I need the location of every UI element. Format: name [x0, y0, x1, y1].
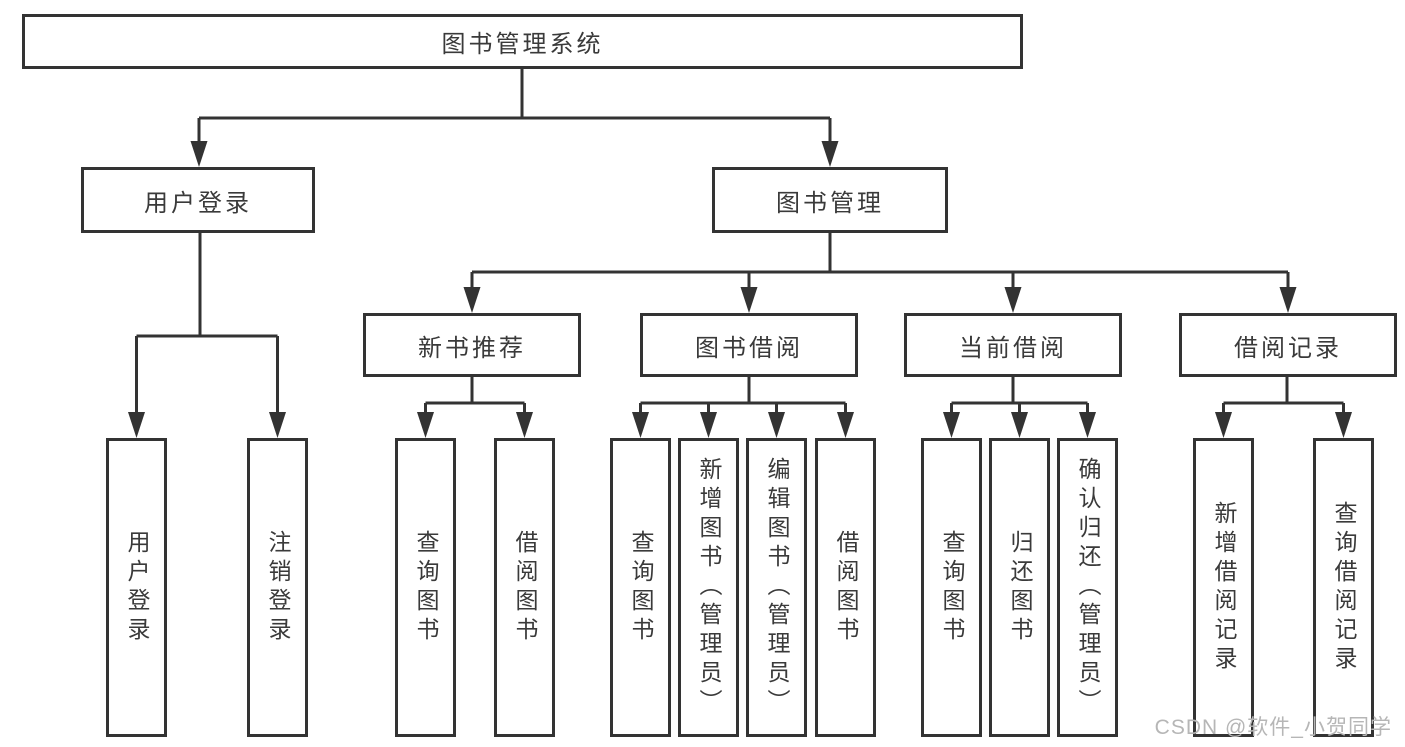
leaf-logout: 注销登录: [247, 438, 308, 737]
leaf-label: 确认归还（管理员）: [1075, 457, 1101, 718]
node-current-borrow: 当前借阅: [904, 313, 1122, 377]
leaf-add-borrow-record: 新增借阅记录: [1193, 438, 1254, 737]
leaf-query-books-current: 查询图书: [921, 438, 982, 737]
node-new-book-recommend-label: 新书推荐: [418, 334, 526, 362]
node-user-login: 用户登录: [81, 167, 315, 233]
arrowheads: [128, 141, 1352, 438]
leaf-edit-book-admin: 编辑图书（管理员）: [746, 438, 807, 737]
leaf-query-books-borrow: 查询图书: [610, 438, 671, 737]
node-current-borrow-label: 当前借阅: [959, 334, 1067, 362]
node-new-book-recommend: 新书推荐: [363, 313, 581, 377]
leaf-label: 查询图书: [939, 529, 965, 646]
leaf-return-books: 归还图书: [989, 438, 1050, 737]
node-borrow-records: 借阅记录: [1179, 313, 1397, 377]
watermark: CSDN @软件_小贺同学: [1154, 716, 1392, 739]
node-book-management: 图书管理: [712, 167, 948, 233]
leaf-label: 新增借阅记录: [1211, 500, 1237, 675]
node-book-management-label: 图书管理: [776, 189, 884, 217]
leaf-borrow-books-recommend: 借阅图书: [494, 438, 555, 737]
leaf-label: 编辑图书（管理员）: [764, 457, 790, 718]
leaf-confirm-return-admin: 确认归还（管理员）: [1057, 438, 1118, 737]
leaf-label: 新增图书（管理员）: [696, 457, 722, 718]
leaf-label: 查询图书: [628, 529, 654, 646]
node-root: 图书管理系统: [22, 14, 1023, 69]
leaf-label: 借阅图书: [512, 529, 538, 646]
leaf-add-book-admin: 新增图书（管理员）: [678, 438, 739, 737]
node-user-login-label: 用户登录: [144, 189, 252, 217]
leaf-query-books-recommend: 查询图书: [395, 438, 456, 737]
leaf-label: 注销登录: [265, 529, 291, 646]
node-root-label: 图书管理系统: [441, 31, 604, 58]
node-book-borrow-label: 图书借阅: [695, 334, 803, 362]
leaf-label: 查询借阅记录: [1331, 500, 1357, 675]
leaf-label: 借阅图书: [833, 529, 859, 646]
leaf-query-borrow-record: 查询借阅记录: [1313, 438, 1374, 737]
node-borrow-records-label: 借阅记录: [1234, 334, 1342, 362]
leaf-label: 归还图书: [1007, 529, 1033, 646]
leaf-user-login: 用户登录: [106, 438, 167, 737]
leaf-borrow-books-borrow: 借阅图书: [815, 438, 876, 737]
leaf-label: 用户登录: [124, 529, 150, 646]
node-book-borrow: 图书借阅: [640, 313, 858, 377]
leaf-label: 查询图书: [413, 529, 439, 646]
